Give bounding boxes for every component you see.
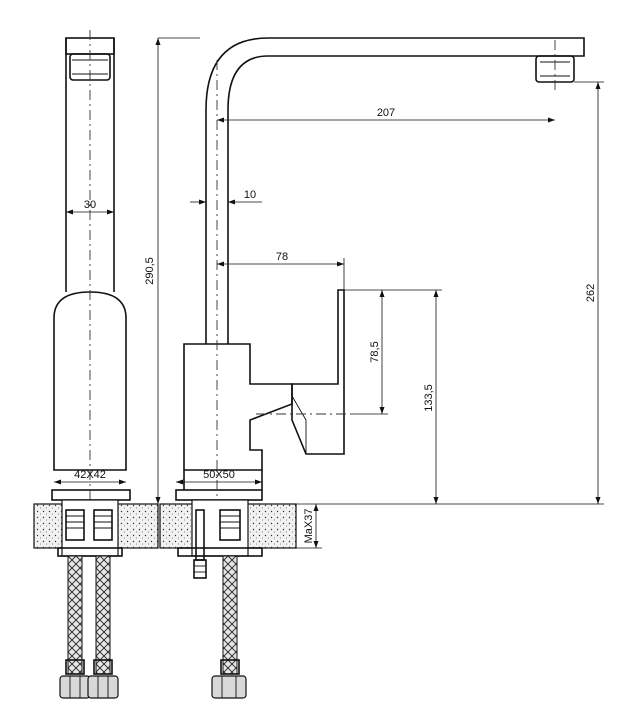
dim-body-base: 50X50 (176, 469, 262, 485)
side-view (175, 37, 585, 501)
dim-label-30: 30 (84, 199, 96, 211)
base-flange-front (51, 489, 131, 501)
side-hose (211, 555, 247, 699)
dim-max-countertop: MaX37 (296, 504, 322, 549)
front-view (51, 30, 131, 501)
dim-label-42x42: 42X42 (74, 469, 106, 481)
faucet-body-side (183, 343, 293, 471)
dim-label-262: 262 (585, 284, 597, 302)
dim-lever-height: 133,5 (388, 289, 442, 504)
lever-handle (291, 289, 345, 455)
dim-label-207: 207 (377, 107, 395, 119)
dim-outlet-height: 262 (574, 81, 604, 504)
dim-label-78-5: 78,5 (369, 341, 381, 362)
dim-label-50x50: 50X50 (203, 469, 235, 481)
dim-label-10: 10 (244, 189, 256, 201)
dim-label-290-5: 290,5 (144, 257, 156, 285)
dim-label-max-37: MaX37 (303, 509, 315, 544)
dim-spout-reach: 207 (217, 107, 555, 123)
dim-base-side: 42X42 (54, 469, 126, 485)
base-flange-side (175, 489, 263, 501)
front-hoses (59, 555, 119, 699)
side-countertop (159, 499, 297, 579)
dim-label-133-5: 133,5 (423, 384, 435, 412)
front-countertop (33, 499, 159, 557)
dim-spout-tube: 10 (190, 189, 262, 205)
dim-overall-height: 290,5 (144, 37, 200, 504)
dim-label-78: 78 (276, 251, 288, 263)
dim-handle-offset: 78 (217, 251, 345, 290)
dim-spout-width: 30 (66, 199, 114, 215)
dim-handle-height: 78,5 (344, 289, 388, 415)
spout-outer (205, 37, 585, 344)
